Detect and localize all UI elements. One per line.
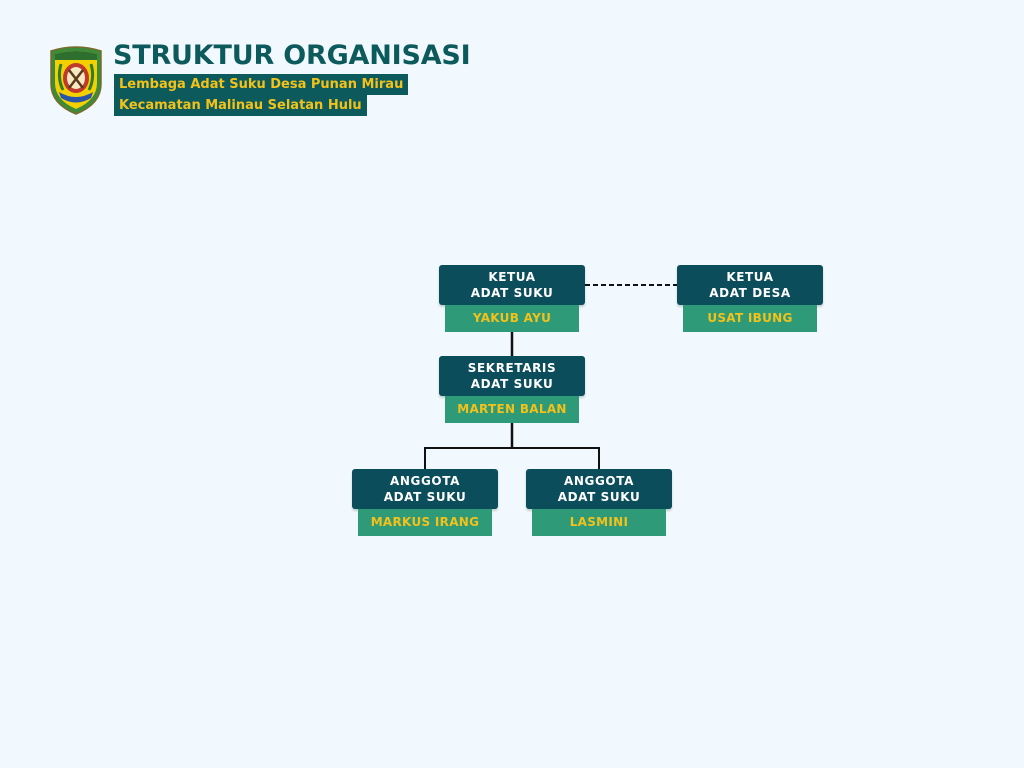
role-box: KETUA ADAT DESA	[677, 265, 823, 305]
person-name: YAKUB AYU	[445, 305, 579, 332]
role-line-2: ADAT SUKU	[557, 490, 641, 504]
role-line-1: ANGGOTA	[390, 474, 460, 488]
page-title: STRUKTUR ORGANISASI	[113, 40, 471, 71]
malinau-regency-emblem-icon	[50, 46, 102, 115]
role-line-1: KETUA	[488, 270, 536, 284]
node-anggota-adat-suku-2: ANGGOTA ADAT SUKU LASMINI	[526, 469, 672, 536]
person-name: MARKUS IRANG	[358, 509, 492, 536]
node-sekretaris-adat-suku: SEKRETARIS ADAT SUKU MARTEN BALAN	[439, 356, 585, 423]
subtitle-district: Kecamatan Malinau Selatan Hulu	[114, 95, 367, 116]
role-line-2: ADAT SUKU	[383, 490, 467, 504]
node-ketua-adat-desa: KETUA ADAT DESA USAT IBUNG	[677, 265, 823, 332]
role-box: ANGGOTA ADAT SUKU	[526, 469, 672, 509]
role-line-2: ADAT DESA	[709, 286, 791, 300]
node-ketua-adat-suku: KETUA ADAT SUKU YAKUB AYU	[439, 265, 585, 332]
role-line-1: SEKRETARIS	[467, 361, 557, 375]
role-box: KETUA ADAT SUKU	[439, 265, 585, 305]
role-line-1: KETUA	[726, 270, 774, 284]
role-line-1: ANGGOTA	[564, 474, 634, 488]
role-box: SEKRETARIS ADAT SUKU	[439, 356, 585, 396]
node-anggota-adat-suku-1: ANGGOTA ADAT SUKU MARKUS IRANG	[352, 469, 498, 536]
role-line-2: ADAT SUKU	[470, 286, 554, 300]
person-name: USAT IBUNG	[683, 305, 817, 332]
person-name: LASMINI	[532, 509, 666, 536]
role-line-2: ADAT SUKU	[470, 377, 554, 391]
subtitle-institution: Lembaga Adat Suku Desa Punan Mirau	[114, 74, 409, 95]
person-name: MARTEN BALAN	[445, 396, 579, 423]
role-box: ANGGOTA ADAT SUKU	[352, 469, 498, 509]
